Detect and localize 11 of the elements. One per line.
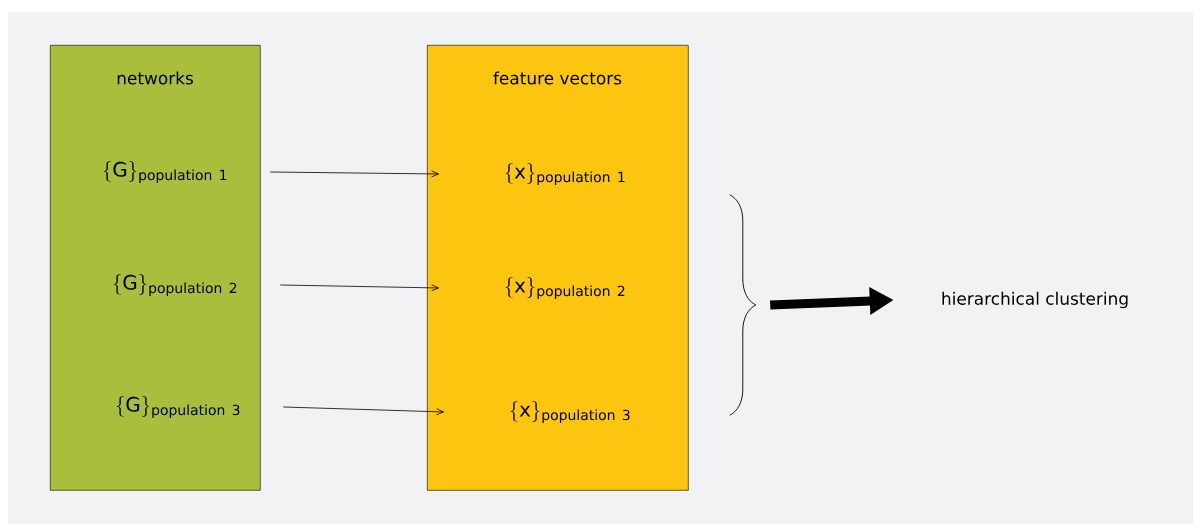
arrow [279,284,439,292]
formula-text: $\{\mathrm{x}\}_{\mathrm{population\ 2}}$ [505,277,625,299]
arrow [282,406,444,416]
curly-brace [729,194,757,416]
formula-text: $\{\mathrm{G}\}_{\mathrm{population\ 2}}$ [113,274,237,296]
label-text: hierarchical clustering [942,291,1128,309]
arrow [269,170,439,178]
formula-text: $\{\mathrm{G}\}_{\mathrm{population\ 1}}$ [103,161,227,183]
formula-text: $\{\mathrm{x}\}_{\mathrm{population\ 1}}$ [505,163,625,185]
formula-text: $\{\mathrm{x}\}_{\mathrm{population\ 3}}$ [510,401,630,423]
formula-text: $\{\mathrm{G}\}_{\mathrm{population\ 3}}$ [116,396,240,418]
